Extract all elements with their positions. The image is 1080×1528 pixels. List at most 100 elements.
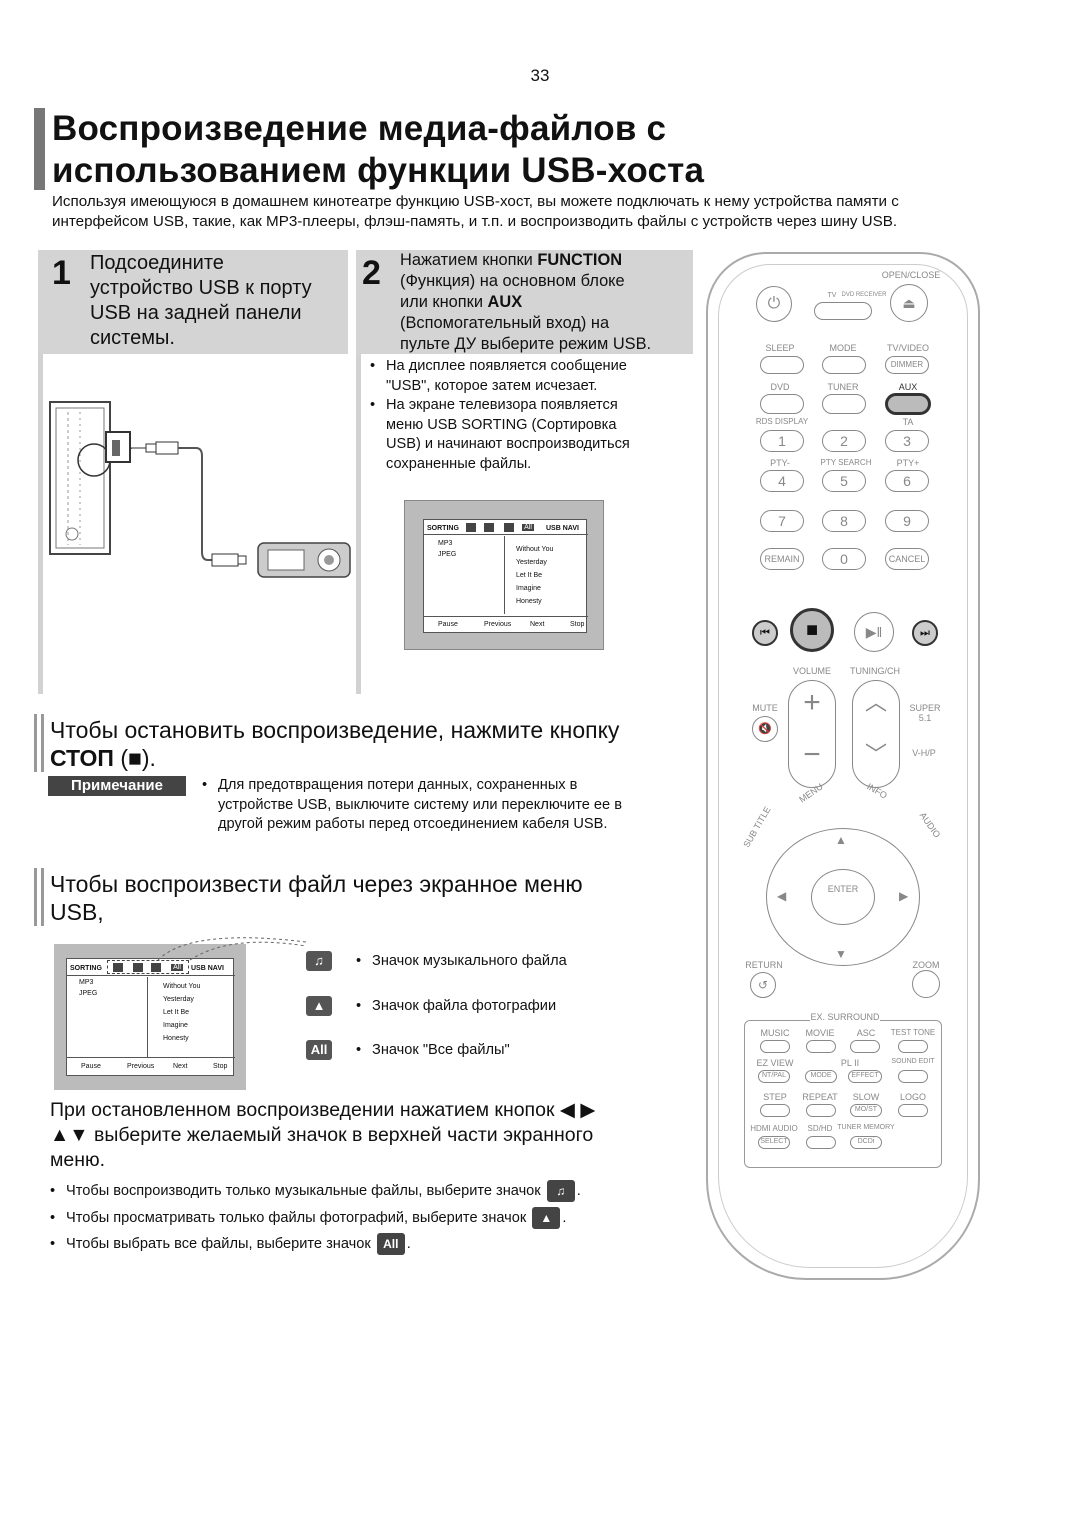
eject-button[interactable]: ⏏ xyxy=(890,284,928,322)
cancel-button[interactable]: CANCEL xyxy=(885,548,929,570)
hdmi-select-button[interactable]: SELECT xyxy=(758,1136,790,1149)
digit-5-button[interactable]: 5 xyxy=(822,470,866,492)
music-label: MUSIC xyxy=(760,1028,790,1038)
osd-track: Imagine xyxy=(163,1022,188,1029)
digit-6-button[interactable]: 6 xyxy=(885,470,929,492)
step-2-box xyxy=(356,250,693,354)
remain-button[interactable]: REMAIN xyxy=(760,548,804,570)
return-label: RETURN xyxy=(745,960,783,970)
nt-pal-button[interactable]: NT/PAL xyxy=(758,1070,790,1083)
right-arrow-icon[interactable]: ▶ xyxy=(899,889,909,903)
osd-previous: Previous xyxy=(484,621,512,628)
previous-button[interactable]: ⏮ xyxy=(752,620,778,646)
digit-9-button[interactable]: 9 xyxy=(885,510,929,532)
step-2-line: пульте ДУ выберите режим USB. xyxy=(400,335,652,353)
digit-2-button[interactable]: 2 xyxy=(822,430,866,452)
video-file-icon xyxy=(151,963,161,972)
test-tone-button[interactable] xyxy=(898,1040,928,1053)
return-button[interactable]: ↺ xyxy=(750,972,776,998)
ez-view-label: EZ VIEW xyxy=(756,1058,794,1068)
osd-track: Honesty xyxy=(516,598,542,605)
sleep-button[interactable] xyxy=(760,356,804,374)
photo-file-icon: ▲ xyxy=(306,996,332,1016)
up-arrow-icon[interactable]: ▲ xyxy=(835,833,847,847)
tuning-rocker[interactable]: ︿ ﹀ xyxy=(852,680,900,788)
digit-8-button[interactable]: 8 xyxy=(822,510,866,532)
step-label: STEP xyxy=(763,1092,787,1102)
play-pause-button[interactable]: ▶‖ xyxy=(854,612,894,652)
osd-stop: Stop xyxy=(213,1063,228,1070)
left-arrow-icon[interactable]: ◀ xyxy=(777,889,787,903)
legend-item: Значок файла фотографии xyxy=(356,997,556,1017)
dvd-label: DVD xyxy=(770,382,790,392)
mute-label: MUTE xyxy=(752,703,778,713)
mute-button[interactable]: 🔇 xyxy=(752,716,778,742)
mode-button[interactable] xyxy=(822,356,866,374)
bullet-end: . xyxy=(562,1209,567,1226)
digit-0-button[interactable]: 0 xyxy=(822,548,866,570)
repeat-button[interactable] xyxy=(806,1104,836,1117)
pty-search-label: PTY SEARCH xyxy=(820,458,872,467)
step-button[interactable] xyxy=(760,1104,790,1117)
step-2-text: Нажатием кнопки FUNCTION (Функция) на ос… xyxy=(400,250,692,355)
sd-hd-button[interactable] xyxy=(806,1136,836,1149)
slow-label: SLOW xyxy=(852,1092,880,1102)
navigation-ring[interactable]: ▲ ▼ ◀ ▶ ENTER xyxy=(766,828,920,966)
section-accent-bar xyxy=(34,868,44,926)
volume-rocker[interactable]: + − xyxy=(788,680,836,788)
step-1-line: Подсоедините xyxy=(90,252,224,274)
callout-arrow xyxy=(157,937,307,961)
pl2-label: PL II xyxy=(840,1058,860,1068)
zoom-label: ZOOM xyxy=(912,960,940,970)
step-1-number: 1 xyxy=(52,254,71,292)
ta-label: TA xyxy=(902,417,914,427)
title-line-2: использованием функции USB-хоста xyxy=(52,151,705,190)
dcdi-button[interactable]: DCDi xyxy=(850,1136,882,1149)
title-line-1: Воспроизведение медиа-файлов с xyxy=(52,109,667,148)
osd-pause: Pause xyxy=(438,621,458,628)
osd-pause: Pause xyxy=(81,1063,101,1070)
bullet-line: сохраненные файлы. xyxy=(386,455,532,472)
logo-button[interactable] xyxy=(898,1104,928,1117)
next-button[interactable]: ⏭ xyxy=(912,620,938,646)
tv-label: TV xyxy=(827,292,837,299)
sound-edit-button[interactable] xyxy=(898,1070,928,1083)
power-button[interactable]: ⏻ xyxy=(756,286,792,322)
mode-switch[interactable] xyxy=(814,302,872,320)
tuner-button[interactable] xyxy=(822,394,866,414)
list-item: Чтобы воспроизводить только музыкальные … xyxy=(50,1178,690,1205)
zoom-button[interactable] xyxy=(912,970,940,998)
open-close-label: OPEN/CLOSE xyxy=(881,270,941,280)
music-button[interactable] xyxy=(760,1040,790,1053)
stop-heading: Чтобы остановить воспроизведение, нажмит… xyxy=(50,716,700,772)
dimmer-button[interactable]: DIMMER xyxy=(885,356,929,374)
pl2-mode-button[interactable]: MODE xyxy=(805,1070,837,1083)
osd-sorting-label: SORTING xyxy=(427,525,459,532)
osd-next: Next xyxy=(173,1063,188,1070)
digit-4-button[interactable]: 4 xyxy=(760,470,804,492)
mo-st-button[interactable]: MO/ST xyxy=(850,1104,882,1117)
enter-button[interactable]: ENTER xyxy=(811,869,875,925)
pl2-effect-button[interactable]: EFFECT xyxy=(848,1070,882,1083)
digit-7-button[interactable]: 7 xyxy=(760,510,804,532)
bullet-line: USB) и начинают воспроизводиться xyxy=(386,436,630,452)
asc-button[interactable] xyxy=(850,1040,880,1053)
step-2-text-part: Нажатием кнопки xyxy=(400,251,538,269)
remote-control xyxy=(706,252,980,1280)
digit-1-button[interactable]: 1 xyxy=(760,430,804,452)
navigation-instruction: При остановленном воспроизведении нажати… xyxy=(50,1098,690,1173)
bullet-text: Чтобы выбрать все файлы, выберите значок xyxy=(66,1236,371,1252)
all-files-icon: All xyxy=(171,964,183,971)
vhp-label: V-H/P xyxy=(912,748,936,758)
digit-3-button[interactable]: 3 xyxy=(885,430,929,452)
ex-surround-label: EX. SURROUND xyxy=(810,1012,880,1022)
sound-edit-label: SOUND EDIT xyxy=(891,1058,935,1065)
photo-file-icon xyxy=(133,963,143,972)
aux-button[interactable] xyxy=(885,393,931,415)
stop-button[interactable]: ■ xyxy=(790,608,834,652)
dvd-button[interactable] xyxy=(760,394,804,414)
asc-label: ASC xyxy=(856,1028,876,1038)
down-arrow-icon[interactable]: ▼ xyxy=(835,947,847,961)
note-text: Для предотвращения потери данных, сохран… xyxy=(202,776,682,835)
movie-button[interactable] xyxy=(806,1040,836,1053)
